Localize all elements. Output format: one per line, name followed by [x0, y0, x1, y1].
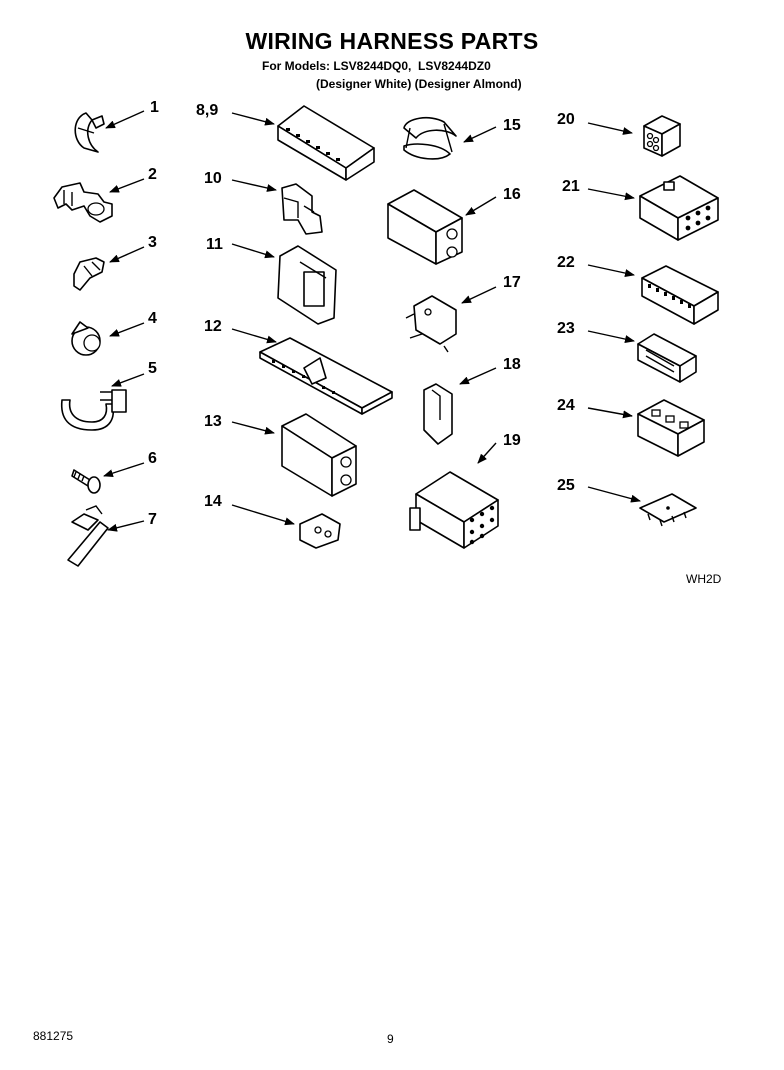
callout-8-9: 8,9 [196, 102, 219, 119]
callout-10: 10 [204, 170, 222, 187]
part-2-clamp [53, 182, 113, 223]
part-18-tab [423, 383, 453, 445]
callout-5: 5 [148, 360, 157, 377]
part-22-connector [641, 265, 719, 325]
part-11-housing [277, 245, 337, 325]
callout-25: 25 [557, 477, 575, 494]
part-24-housing [637, 399, 705, 457]
callout-6: 6 [148, 450, 157, 467]
callout-3: 3 [148, 234, 157, 251]
callout-17: 17 [503, 274, 521, 291]
callout-19: 19 [503, 432, 521, 449]
callout-18: 18 [503, 356, 521, 373]
callout-1: 1 [150, 99, 159, 116]
colors-line: (Designer White) (Designer Almond) [316, 77, 522, 91]
callout-20: 20 [557, 111, 575, 128]
part-23-connector [637, 333, 697, 383]
part-20-cube [643, 115, 681, 157]
part-21-cube [639, 175, 719, 241]
part-17-block [405, 295, 457, 353]
part-3-spring-clip [73, 257, 105, 291]
callout-12: 12 [204, 318, 222, 335]
part-25-board [639, 493, 697, 527]
part-10-connector [281, 183, 323, 235]
part-16-connector [387, 189, 463, 265]
callout-24: 24 [557, 397, 575, 414]
part-8-9-connector [277, 105, 375, 181]
callout-21: 21 [562, 178, 580, 195]
callout-14: 14 [204, 493, 222, 510]
part-4-ring [71, 321, 101, 356]
diagram-code: WH2D [686, 572, 722, 586]
part-5-cable-clamp [60, 389, 127, 431]
part-13-connector [281, 413, 357, 497]
part-19-connector [409, 471, 499, 549]
callout-15: 15 [503, 117, 521, 134]
part-7-wedge [67, 505, 109, 567]
callout-11: 11 [206, 236, 223, 253]
part-1-clip [74, 112, 105, 153]
part-14-plug [299, 513, 341, 549]
doc-number: 881275 [33, 1029, 74, 1043]
callout-7: 7 [148, 511, 157, 528]
callout-4: 4 [148, 310, 157, 327]
leader-arrows [103, 110, 641, 532]
callout-22: 22 [557, 254, 575, 271]
callout-16: 16 [503, 186, 521, 203]
callout-2: 2 [148, 166, 157, 183]
models-line: For Models: LSV8244DQ0, LSV8244DZ0 [262, 59, 491, 73]
part-12-strip [259, 337, 393, 415]
page-title: WIRING HARNESS PARTS [245, 28, 539, 54]
page-number: 9 [387, 1032, 394, 1046]
callout-13: 13 [204, 413, 222, 430]
part-6-screw [71, 469, 101, 494]
callout-23: 23 [557, 320, 575, 337]
part-15-sleeve [403, 116, 457, 160]
